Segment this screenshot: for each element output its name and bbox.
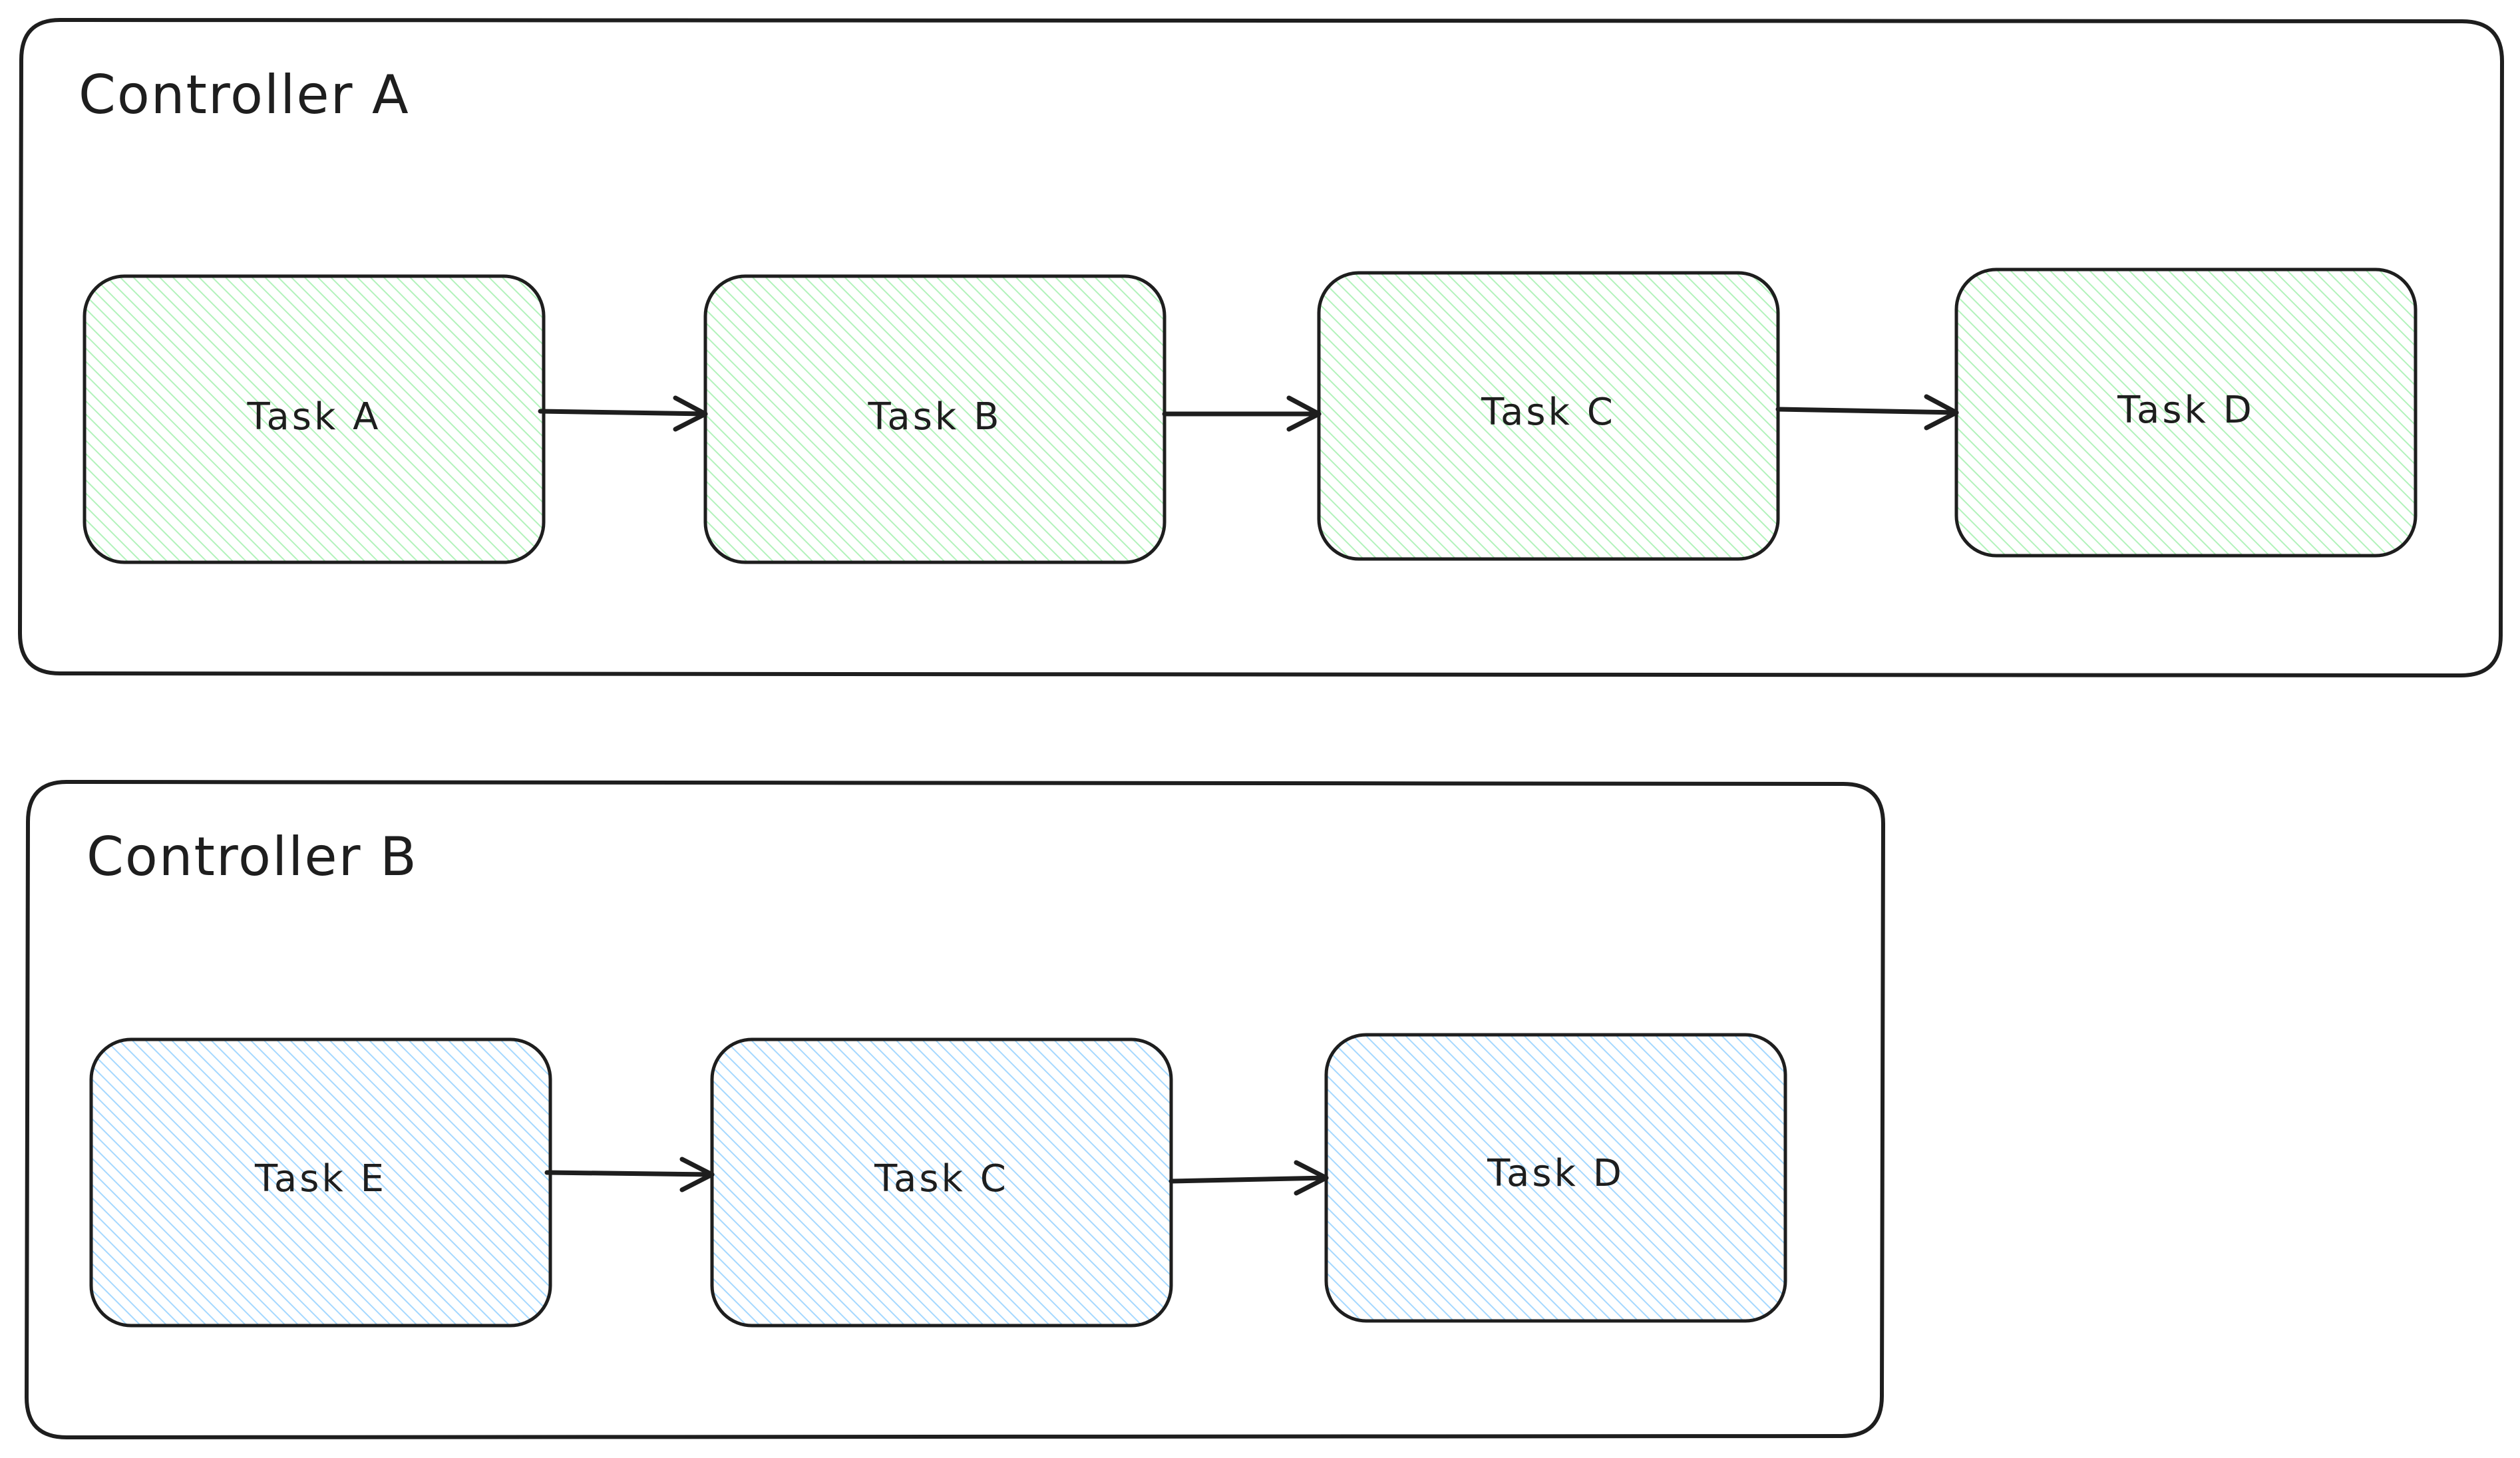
controller-b-group: Controller B Task E Task C Task D	[24, 779, 1886, 1440]
task-label: Task C	[1481, 391, 1616, 434]
task-node[interactable]: Task B	[703, 274, 1167, 564]
task-label: Task A	[247, 395, 381, 439]
arrow-c-to-d	[1775, 394, 1959, 431]
task-node[interactable]: Task C	[1317, 271, 1780, 561]
task-node[interactable]: Task A	[83, 274, 546, 564]
task-node[interactable]: Task C	[710, 1037, 1173, 1328]
arrow-a-to-b	[538, 395, 708, 432]
task-label: Task D	[2117, 389, 2254, 432]
controller-b-title: Controller B	[87, 826, 418, 888]
task-label: Task E	[254, 1157, 387, 1200]
controller-a-group: Controller A Task A Task B Task C Task D	[17, 17, 2505, 678]
task-node[interactable]: Task D	[1954, 268, 2418, 558]
arrow-e-to-c	[544, 1157, 715, 1192]
arrow-b-to-c	[1162, 395, 1322, 432]
task-box	[703, 274, 1167, 564]
task-node[interactable]: Task E	[89, 1037, 552, 1328]
task-label: Task D	[1487, 1152, 1624, 1195]
task-label: Task B	[867, 395, 1001, 439]
task-node[interactable]: Task D	[1324, 1033, 1787, 1323]
controller-b-frame	[24, 779, 1886, 1440]
task-box	[89, 1037, 552, 1328]
task-label: Task C	[874, 1157, 1009, 1200]
arrow-c-to-d-b	[1169, 1160, 1329, 1196]
controller-a-frame	[17, 17, 2505, 678]
task-box	[83, 274, 546, 564]
controller-a-title: Controller A	[79, 64, 410, 126]
